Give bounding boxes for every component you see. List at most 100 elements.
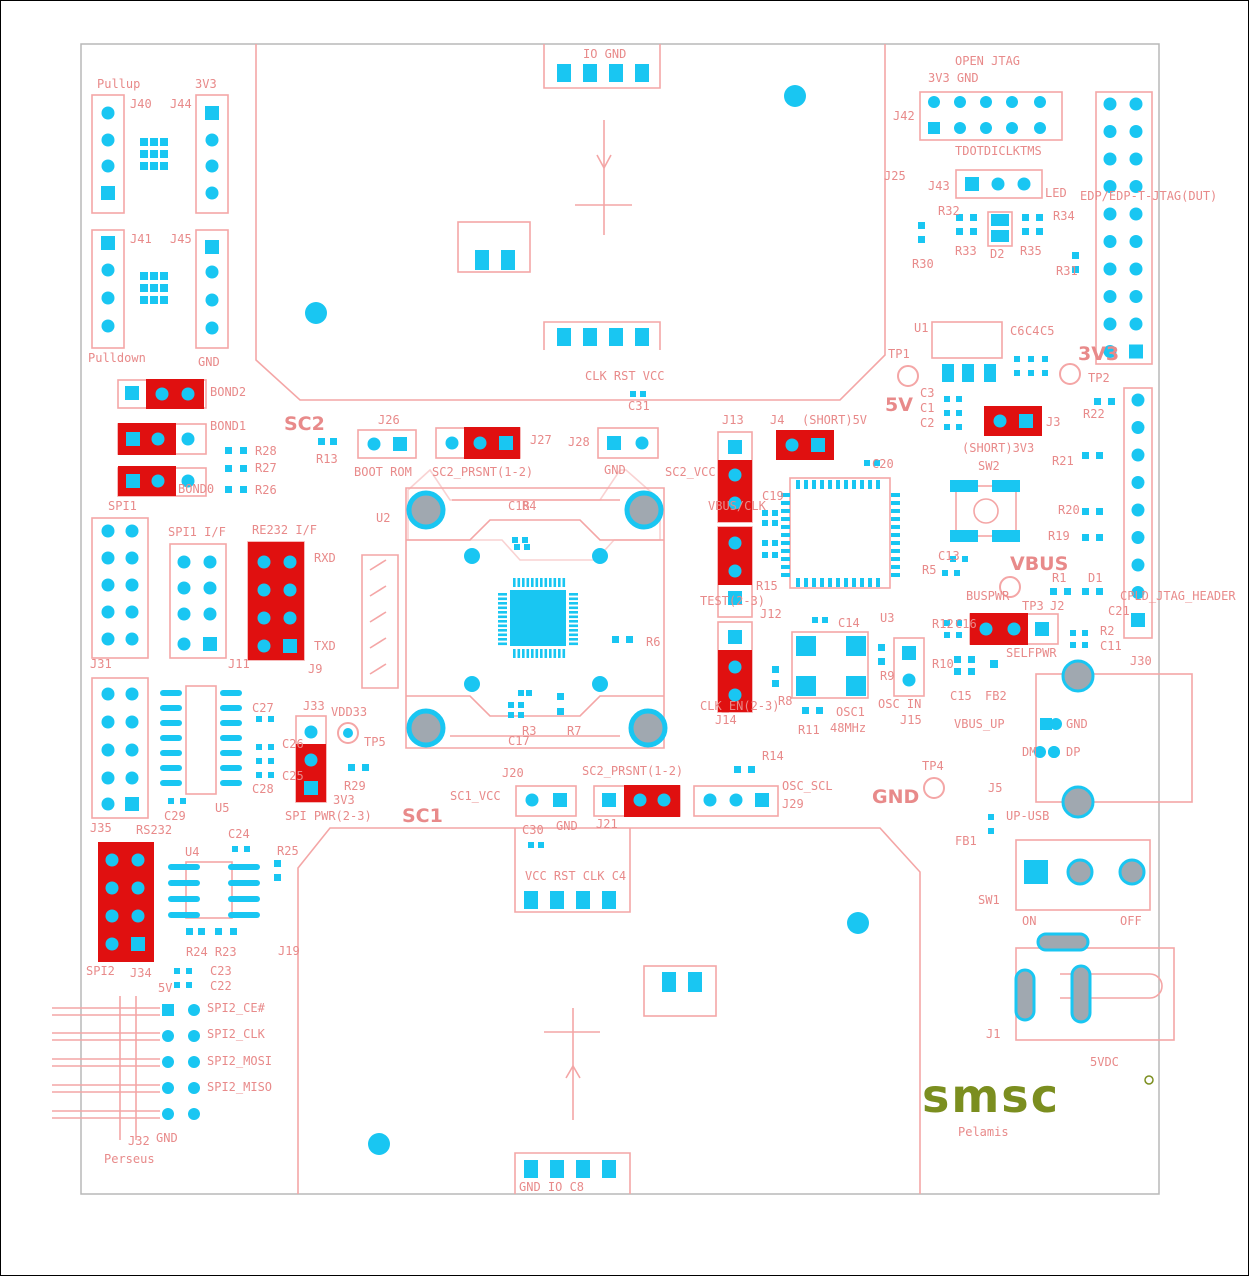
label-vbus-clk: VBUS/CLK bbox=[708, 499, 767, 513]
label-txd: TXD bbox=[314, 639, 336, 653]
label-r30: R30 bbox=[912, 257, 934, 271]
j34-spi2-jumper-block bbox=[98, 842, 154, 962]
label-r7: R7 bbox=[567, 724, 581, 738]
label-c19: C19 bbox=[762, 489, 784, 503]
label-r21: R21 bbox=[1052, 454, 1074, 468]
label-gnd-b: GND bbox=[156, 1131, 178, 1145]
label-r2: R2 bbox=[1100, 624, 1114, 638]
label-j40: J40 bbox=[130, 97, 152, 111]
label-r19: R19 bbox=[1048, 529, 1070, 543]
label-sw1: SW1 bbox=[978, 893, 1000, 907]
j40-pullup-header bbox=[91, 94, 125, 214]
label-r11: R11 bbox=[798, 723, 820, 737]
j30-cpld-jtag-header bbox=[1082, 387, 1153, 639]
u3-usb-controller-ic bbox=[762, 477, 900, 623]
label-off: OFF bbox=[1120, 914, 1142, 928]
svg-text:smsc: smsc bbox=[922, 1069, 1060, 1123]
label-j9: J9 bbox=[308, 662, 322, 676]
label-d2: D2 bbox=[990, 247, 1004, 261]
label-r1: R1 bbox=[1052, 571, 1066, 585]
label-gnd-a: GND bbox=[198, 355, 220, 369]
label-r24: R24 R23 bbox=[186, 945, 237, 959]
label-j14: J14 bbox=[715, 713, 737, 727]
label-tp5: TP5 bbox=[364, 735, 386, 749]
label-j43: J43 bbox=[928, 179, 950, 193]
j45-header bbox=[195, 229, 229, 349]
label-buspwr: BUSPWR bbox=[966, 589, 1010, 603]
label-r32: R32 bbox=[938, 204, 960, 218]
label-r15: R15 bbox=[756, 579, 778, 593]
j26-boot-rom-jumper bbox=[318, 429, 417, 459]
smsc-logo: smsc bbox=[922, 1069, 1154, 1123]
label-r29: R29 bbox=[344, 779, 366, 793]
label-sc2-prsnt-b: SC2_PRSNT(1-2) bbox=[582, 764, 683, 778]
product-name: Pelamis bbox=[958, 1125, 1009, 1139]
label-j35: J35 bbox=[90, 821, 112, 835]
label-u2: U2 bbox=[376, 511, 390, 525]
label-j33: J33 bbox=[303, 699, 325, 713]
u2-ic-socket bbox=[361, 468, 668, 749]
label-c13: C13 bbox=[938, 549, 960, 563]
label-c18: C18 bbox=[508, 499, 530, 513]
label-tp2: TP2 bbox=[1088, 371, 1110, 385]
label-3v3-a: 3V3 bbox=[195, 77, 217, 91]
label-gnd-e: GND bbox=[1066, 717, 1088, 731]
label-c16: C16 bbox=[955, 617, 977, 631]
label-bond1: BOND1 bbox=[210, 419, 246, 433]
label-perseus: Perseus bbox=[104, 1152, 155, 1166]
label-sc2: SC2 bbox=[284, 413, 325, 435]
label-up-usb: UP-USB bbox=[1006, 809, 1049, 823]
label-j5: J5 bbox=[988, 781, 1002, 795]
label-bond0: BOND0 bbox=[178, 482, 214, 496]
label-u5: U5 bbox=[215, 801, 229, 815]
label-rxd: RXD bbox=[314, 551, 336, 565]
u4-ic bbox=[168, 846, 281, 988]
label-sc1: SC1 bbox=[402, 805, 443, 827]
j29-osc-scl-header bbox=[693, 766, 779, 817]
u5-ic bbox=[160, 685, 242, 795]
label-j30: J30 bbox=[1130, 654, 1152, 668]
label-j32: J32 bbox=[128, 1134, 150, 1148]
label-spi2-miso: SPI2_MISO bbox=[207, 1080, 272, 1094]
label-j44: J44 bbox=[170, 97, 192, 111]
j15-osc-in-header bbox=[893, 637, 925, 697]
label-j3: J3 bbox=[1046, 415, 1060, 429]
label-clk-en: CLK_EN(2-3) bbox=[700, 699, 779, 713]
label-tp4: TP4 bbox=[922, 759, 944, 773]
label-fb1: FB1 bbox=[955, 834, 977, 848]
label-c2: C2 bbox=[920, 416, 934, 430]
label-u1: U1 bbox=[914, 321, 928, 335]
label-short-5v: (SHORT)5V bbox=[802, 413, 867, 427]
j1-5vdc-barrel-jack bbox=[1014, 932, 1175, 1041]
label-r4: R4 bbox=[522, 499, 536, 513]
label-osc-in: OSC IN bbox=[878, 697, 921, 711]
j3-3v3-short-jumper bbox=[984, 398, 1115, 436]
j37-bond1-jumper bbox=[117, 423, 207, 455]
label-c21: C21 bbox=[1108, 604, 1130, 618]
label-sc1-vcc: SC1_VCC bbox=[450, 789, 501, 803]
label-tdo-row: TDOTDICLKTMS bbox=[955, 144, 1042, 158]
label-j42: J42 bbox=[893, 109, 915, 123]
label-tp3: TP3 bbox=[1022, 599, 1044, 613]
label-spi2-mosi: SPI2_MOSI bbox=[207, 1054, 272, 1068]
label-u4: U4 bbox=[185, 845, 199, 859]
j43-led-header bbox=[955, 169, 1043, 199]
label-j41: J41 bbox=[130, 232, 152, 246]
label-short-3v3: (SHORT)3V3 bbox=[962, 441, 1034, 455]
label-rs232: RS232 bbox=[136, 823, 172, 837]
label-j26: J26 bbox=[378, 413, 400, 427]
label-r26: R26 bbox=[255, 483, 277, 497]
label-pulldown: Pulldown bbox=[88, 351, 146, 365]
j44-header bbox=[195, 94, 229, 214]
label-j20: J20 bbox=[502, 766, 524, 780]
j38-bond2-jumper bbox=[117, 379, 207, 409]
label-c29: C29 bbox=[164, 809, 186, 823]
j32-perseus-header bbox=[52, 996, 200, 1140]
sw1-power-switch bbox=[1015, 839, 1151, 911]
j20-sc1-vcc-jumper bbox=[515, 785, 577, 848]
label-c5: C5 bbox=[1040, 324, 1054, 338]
label-sc2-vcc: SC2_VCC bbox=[665, 465, 716, 479]
label-c17: C17 bbox=[508, 734, 530, 748]
label-r25: R25 bbox=[277, 844, 299, 858]
